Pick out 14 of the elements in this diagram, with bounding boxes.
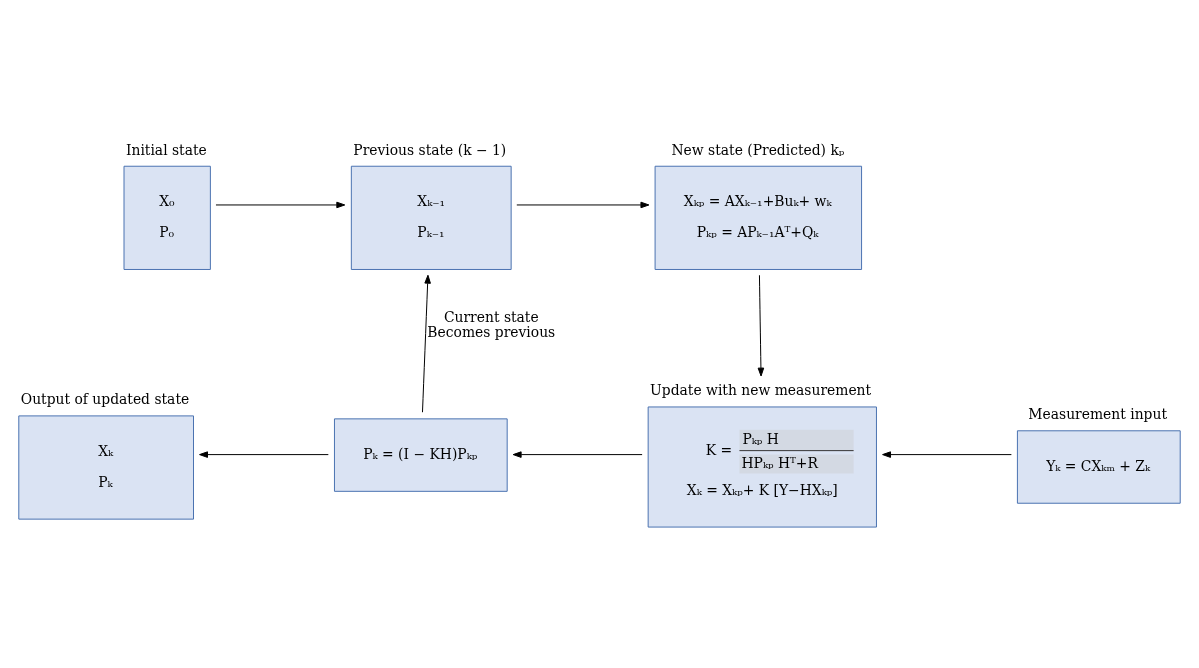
edge-label: Current state Becomes previous <box>427 308 556 340</box>
node-label: Output of updated state <box>20 391 190 408</box>
arrow <box>882 451 1012 458</box>
arrow <box>199 451 329 458</box>
arrow <box>422 274 431 413</box>
arrow <box>512 451 643 458</box>
node-label: New state (Predicted) kₚ <box>671 141 845 158</box>
arrow <box>516 201 650 209</box>
node-label: Update with new measurement <box>650 382 872 399</box>
arrow <box>215 201 346 209</box>
node-label: Previous state (k − 1) <box>353 141 507 158</box>
node-label: Measurement input <box>1028 406 1167 423</box>
arrow <box>757 274 765 377</box>
node-label: Initial state <box>126 141 207 158</box>
